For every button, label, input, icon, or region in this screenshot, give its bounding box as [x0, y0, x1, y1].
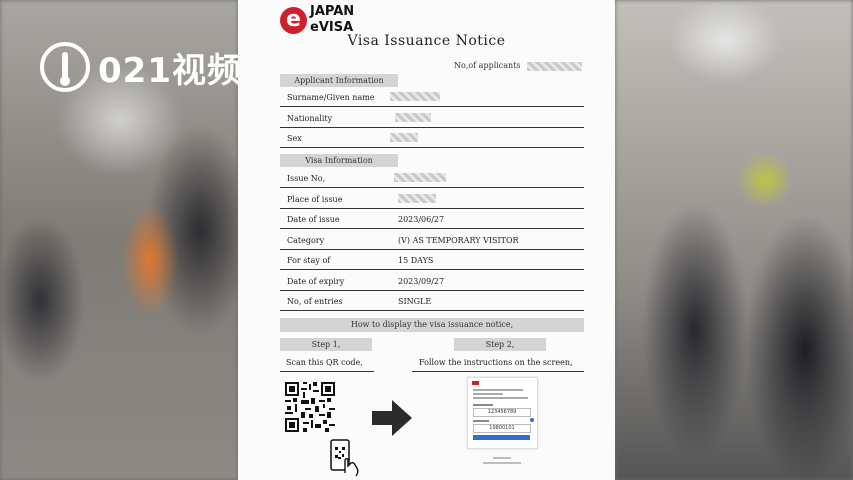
row-nationality: Nationality [280, 108, 584, 128]
redacted-value [394, 173, 446, 182]
thumbnail-logo [472, 381, 479, 385]
row-issue-no: Issue No, [280, 168, 584, 188]
row-place-of-issue: Place of issue [280, 189, 584, 209]
thumbnail-field-label [473, 420, 489, 422]
row-label: Date of issue [287, 215, 340, 224]
row-value: 2023/09/27 [398, 277, 445, 286]
watermark-logo-text: 021视频 [98, 50, 238, 91]
evisa-logo-icon: e [280, 7, 307, 34]
row-category: Category (V) AS TEMPORARY VISITOR [280, 230, 584, 250]
row-date-of-issue: Date of issue 2023/06/27 [280, 209, 584, 229]
redacted-value [526, 61, 582, 71]
redacted-value [395, 113, 431, 122]
thumbnail-field-number: 123456789 [473, 408, 531, 417]
row-label: Issue No, [287, 174, 326, 183]
row-label: Category [287, 236, 325, 245]
applicants-label: No,of applicants [454, 61, 521, 70]
thumbnail-field-label [473, 404, 493, 406]
row-name: Surname/Given name [280, 87, 584, 107]
row-label: For stay of [287, 256, 331, 265]
row-label: Surname/Given name [287, 93, 375, 102]
blurred-background-left [0, 0, 238, 480]
applicants-count: No,of applicants [454, 61, 582, 71]
right-arrow-icon [372, 400, 412, 436]
step-1-description: Scan this QR code, [280, 358, 374, 372]
row-value: 2023/06/27 [398, 215, 445, 224]
blurred-background-right [615, 0, 853, 480]
thumbnail-text-line [473, 389, 523, 391]
thumbnail-field-date: 19800101 [473, 424, 531, 433]
redacted-value [398, 194, 436, 203]
step-1-label: Step 1, [280, 338, 372, 351]
step-2-label: Step 2, [454, 338, 546, 351]
watermark-logo-icon [40, 42, 90, 92]
row-label: Date of expiry [287, 277, 345, 286]
thumbnail-button [473, 435, 530, 440]
row-value: 15 DAYS [398, 256, 434, 265]
row-label: No, of entries [287, 297, 343, 306]
howto-banner: How to display the visa issuance notice, [280, 318, 584, 332]
row-label: Place of issue [287, 195, 343, 204]
footer-line [493, 457, 511, 459]
row-label: Sex [287, 134, 302, 143]
thumbnail-dot [530, 418, 534, 422]
phone-scan-icon [330, 439, 359, 477]
row-value: (V) AS TEMPORARY VISITOR [398, 236, 519, 245]
step-2-description: Follow the instructions on the screen, [412, 358, 584, 372]
watermark-logo: 021视频 [40, 42, 238, 92]
redacted-value [390, 133, 418, 142]
logo-line-japan: JAPAN [310, 4, 355, 19]
footer-line [483, 462, 521, 464]
document-title: Visa Issuance Notice [347, 33, 506, 49]
thumbnail-text-line [473, 393, 503, 395]
instruction-screen-thumbnail: 123456789 19800101 [467, 377, 538, 449]
logo-line-evisa: eVISA [310, 20, 354, 35]
row-date-of-expiry: Date of expiry 2023/09/27 [280, 271, 584, 291]
row-label: Nationality [287, 114, 333, 123]
qr-code-icon [285, 382, 335, 432]
japan-evisa-logo: e JAPAN eVISA [280, 4, 354, 36]
row-stay: For stay of 15 DAYS [280, 250, 584, 270]
row-value: SINGLE [398, 297, 432, 306]
row-entries: No, of entries SINGLE [280, 291, 584, 311]
section-visa-information: Visa Information [280, 154, 398, 167]
row-sex: Sex [280, 128, 584, 148]
redacted-value [390, 92, 440, 101]
thumbnail-text-line [473, 397, 528, 399]
section-applicant-information: Applicant Information [280, 74, 398, 87]
visa-notice-paper: e JAPAN eVISA Visa Issuance Notice No,of… [238, 0, 615, 480]
